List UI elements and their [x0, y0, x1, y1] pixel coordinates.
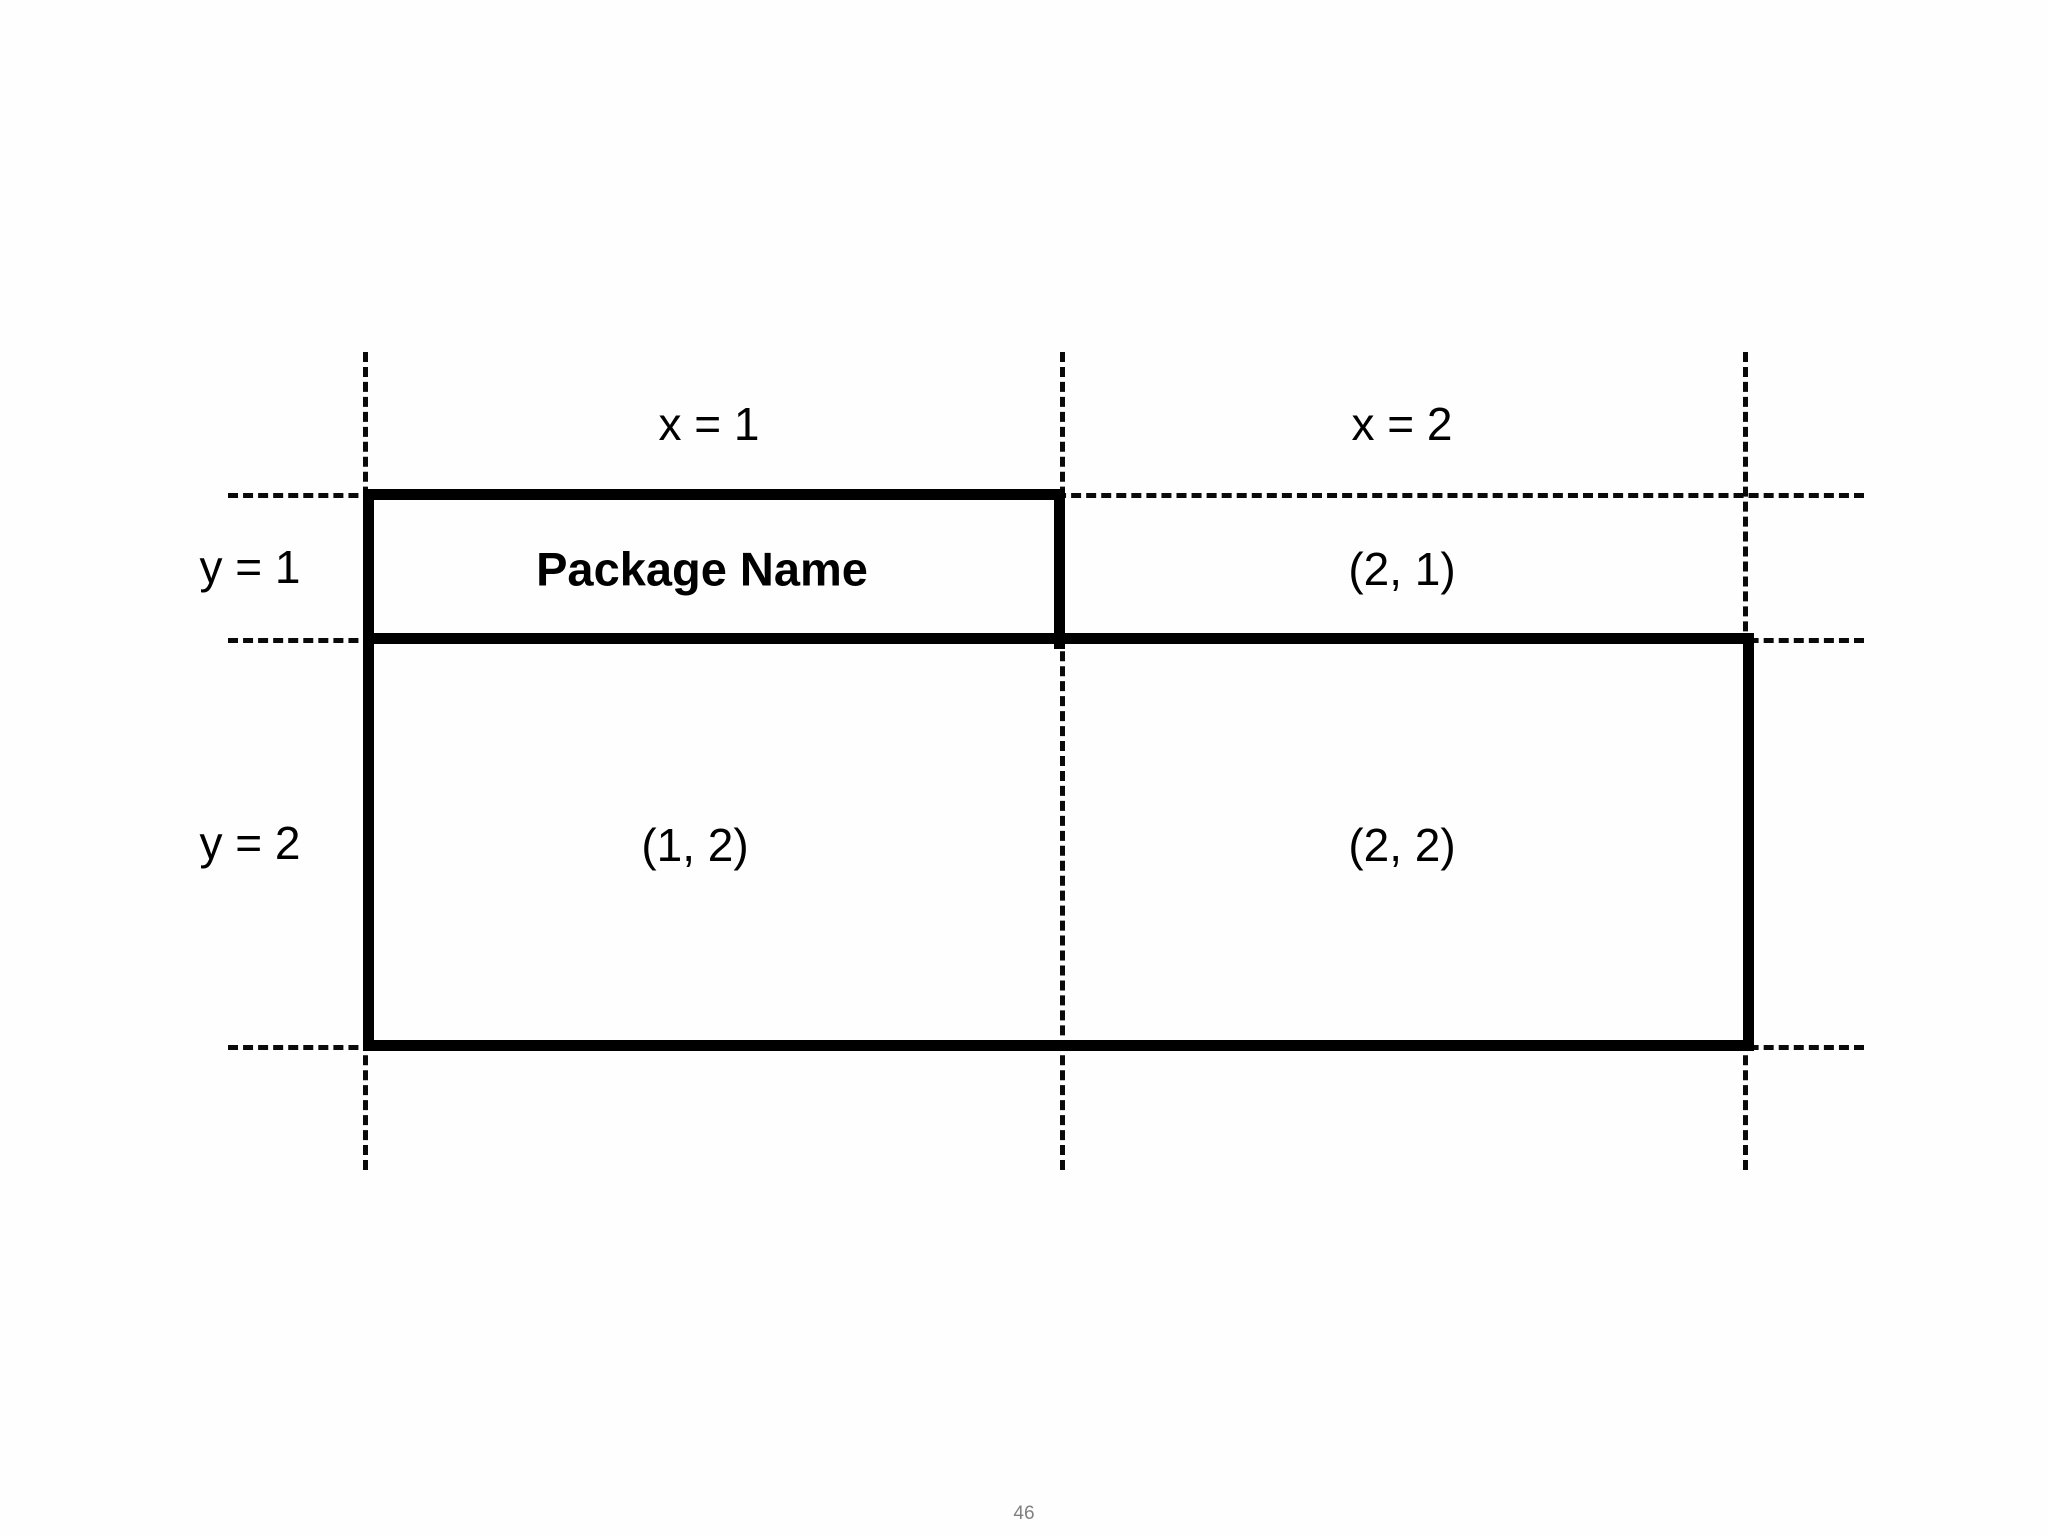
cell-label-2-1: (2, 1): [1348, 543, 1456, 595]
column-header-x1: x = 1: [658, 398, 760, 450]
column-header-x2: x = 2: [1351, 398, 1453, 450]
package-body-left-border: [363, 633, 374, 1051]
package-header-right-border: [1054, 489, 1065, 649]
row-header-y1: y = 1: [199, 541, 301, 593]
row-header-y2: y = 2: [199, 817, 301, 869]
package-header-left-border: [363, 489, 374, 649]
cell-label-2-2: (2, 2): [1348, 819, 1456, 871]
cell-label-1-2: (1, 2): [641, 819, 749, 871]
package-body-top-border: [363, 633, 1754, 644]
package-body-right-border: [1743, 633, 1754, 1051]
cell-label-package-name: Package Name: [536, 542, 868, 596]
page-number: 46: [1013, 1503, 1035, 1524]
package-header-top-border: [363, 489, 1065, 500]
guide-line-vertical-middle: [1060, 352, 1065, 1170]
package-body-bottom-border: [363, 1040, 1754, 1051]
